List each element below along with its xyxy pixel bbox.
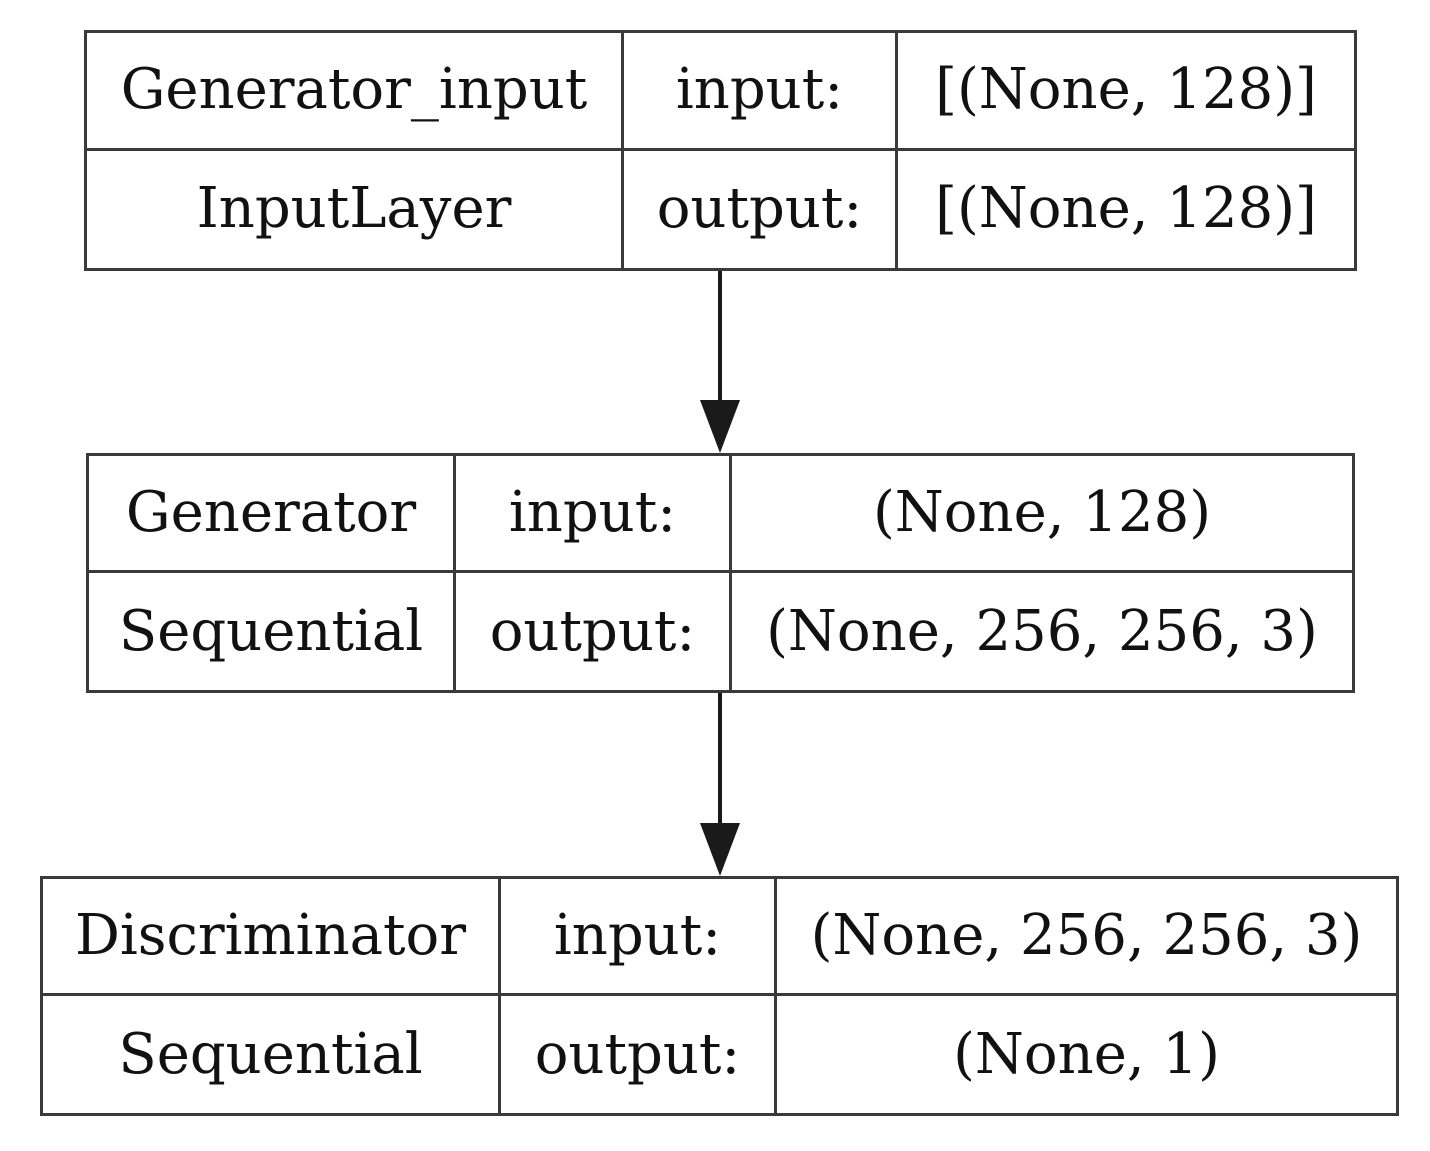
input-shape: [(None, 128)] bbox=[898, 33, 1354, 151]
input-label: input: bbox=[456, 456, 732, 573]
layer-name: Discriminator bbox=[43, 879, 501, 996]
output-label: output: bbox=[501, 996, 777, 1113]
input-shape: (None, 128) bbox=[732, 456, 1352, 573]
layer-type: Sequential bbox=[89, 573, 456, 690]
input-shape: (None, 256, 256, 3) bbox=[777, 879, 1396, 996]
edge-generator-input-to-generator bbox=[700, 271, 740, 453]
output-shape: [(None, 128)] bbox=[935, 176, 1317, 242]
layer-name: Generator_input bbox=[87, 33, 624, 151]
arrowhead-icon bbox=[700, 400, 740, 453]
input-label: input: bbox=[624, 33, 898, 151]
layer-name: Generator bbox=[89, 456, 456, 573]
output-label: output: bbox=[456, 573, 732, 690]
input-label: input: bbox=[501, 879, 777, 996]
output-shape: (None, 1) bbox=[953, 1021, 1220, 1087]
edge-generator-to-discriminator bbox=[700, 693, 740, 876]
output-label: output: bbox=[624, 150, 898, 268]
node-generator-input: Generator_input input: [(None, 128)] Inp… bbox=[84, 30, 1357, 271]
arrowhead-icon bbox=[700, 823, 740, 876]
node-discriminator: Discriminator input: (None, 256, 256, 3)… bbox=[40, 876, 1399, 1116]
layer-type: InputLayer bbox=[87, 150, 624, 268]
node-generator: Generator input: (None, 128) Sequential … bbox=[86, 453, 1355, 693]
layer-type: Sequential bbox=[43, 996, 501, 1113]
output-shape: (None, 256, 256, 3) bbox=[766, 598, 1318, 664]
